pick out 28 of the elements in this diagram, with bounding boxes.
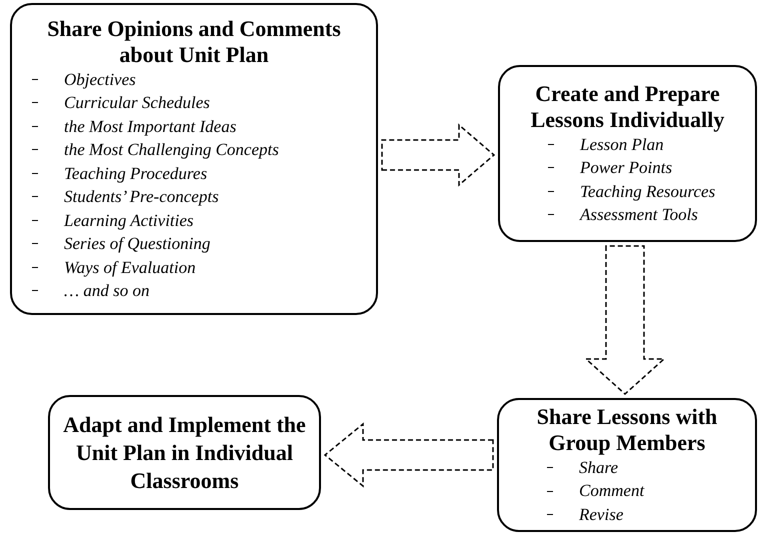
list-item: Teaching Procedures [64,162,208,185]
list-item: Ways of Evaluation [64,256,196,279]
box-heading: Create and Prepare Lessons Individually [530,80,726,132]
box-heading: Adapt and Implement the Unit Plan in Individual Classrooms [62,410,307,494]
list-item: Learning Activities [64,210,194,232]
list-item: Revise [579,504,624,526]
list-item: Lesson Plan [580,134,664,156]
block-arrow [584,245,666,395]
list-item: Share [579,456,618,479]
box-heading: Share Opinions and Comments about Unit Plan [46,16,342,68]
list-item: Students’ Pre-concepts [64,186,219,208]
process-box [497,398,757,532]
block-arrow [324,422,494,488]
block-arrow [381,123,496,187]
list-item: Series of Questioning [64,233,210,255]
list-item: Curricular Schedules [64,92,210,114]
list-item: … and so on [64,280,150,302]
process-box [498,65,757,242]
process-box [10,3,378,315]
list-item: the Most Challenging Concepts [64,139,279,161]
list-item: Objectives [64,68,136,91]
list-item: Comment [579,480,644,502]
list-item: Assessment Tools [580,204,698,226]
list-item: Power Points [580,157,672,179]
list-item: the Most Important Ideas [64,116,236,138]
process-box [48,395,321,510]
box-heading: Share Lessons with Group Members [536,404,718,456]
list-item: Teaching Resources [580,180,716,203]
